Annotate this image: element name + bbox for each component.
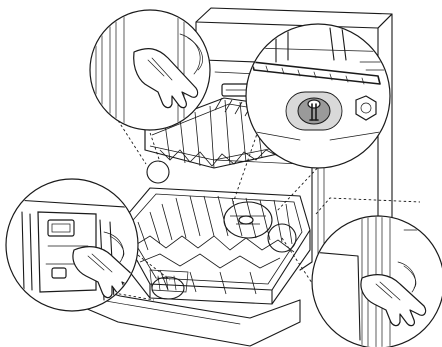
lower-rack	[118, 188, 310, 304]
callout-left-dispenser	[6, 179, 140, 311]
hex-nut-icon	[356, 96, 376, 120]
callout-top-left	[90, 10, 210, 140]
detail-marker-rail	[147, 161, 169, 183]
callout-bottom-right	[312, 214, 442, 347]
callout-top-right	[246, 24, 400, 168]
